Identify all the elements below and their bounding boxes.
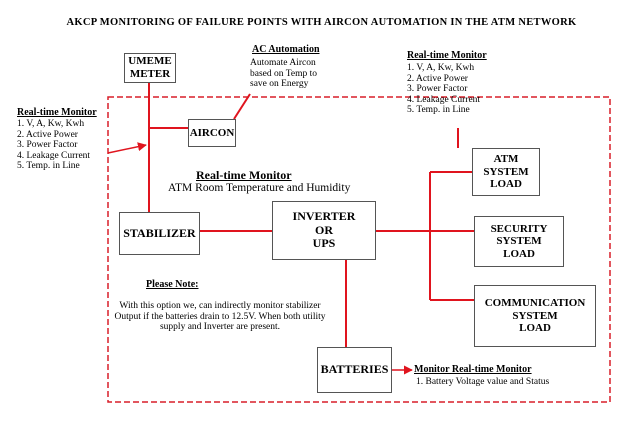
ac-automation-line-3: save on Energy	[250, 79, 309, 90]
atm-load-box: ATM SYSTEM LOAD	[472, 148, 540, 196]
room-monitor-subtitle: ATM Room Temperature and Humidity	[168, 182, 351, 194]
ac-automation-line	[233, 93, 251, 120]
security-load-label-1: SECURITY	[490, 222, 548, 235]
atm-load-label-3: LOAD	[490, 178, 522, 191]
right-monitor-heading: Real-time Monitor	[407, 50, 487, 61]
note-line-1: With this option we, can indirectly moni…	[119, 301, 321, 311]
communication-load-box: COMMUNICATION SYSTEM LOAD	[474, 285, 596, 347]
left-monitor-arrow	[107, 142, 147, 154]
batteries-label: BATTERIES	[320, 362, 389, 377]
umeme-meter-label-2: METER	[129, 68, 171, 80]
inverter-label-2: OR	[315, 222, 333, 237]
aircon-box: AIRCON	[188, 119, 236, 147]
communication-load-label-1: COMMUNICATION	[484, 297, 586, 310]
right-monitor-item: 2. Active Power	[407, 73, 468, 84]
left-monitor-item: 3. Power Factor	[17, 140, 78, 151]
note-heading: Please Note:	[146, 279, 199, 290]
left-monitor-item: 1. V, A, Kw, Kwh	[17, 119, 85, 129]
aircon-label: AIRCON	[189, 126, 235, 139]
dashed-enclosure	[107, 96, 611, 403]
communication-load-label-3: LOAD	[519, 322, 551, 335]
note-text: With this option we, can indirectly moni…	[84, 301, 356, 333]
left-monitor-item: 5. Temp. in Line	[17, 161, 80, 172]
security-load-label-3: LOAD	[503, 247, 535, 260]
stabilizer-label: STABILIZER	[123, 225, 196, 240]
battery-monitor-heading: Monitor Real-time Monitor	[414, 364, 532, 375]
diagram-title: AKCP MONITORING OF FAILURE POINTS WITH A…	[66, 17, 577, 28]
umeme-meter-box: UMEME METER	[124, 53, 176, 83]
left-monitor-list: 1. V, A, Kw, Kwh 2. Active Power 3. Powe…	[17, 119, 90, 172]
inverter-label-3: UPS	[312, 236, 336, 251]
umeme-meter-label-1: UMEME	[128, 55, 172, 68]
left-monitor-item: 4. Leakage Current	[17, 150, 91, 161]
room-monitor-heading: Real-time Monitor	[196, 168, 292, 182]
right-monitor-item: 4. Leakage Current	[407, 94, 481, 105]
ac-automation-line-2: based on Temp to	[250, 68, 317, 79]
communication-load-label-2: SYSTEM	[512, 309, 558, 322]
atm-load-label-1: ATM	[493, 153, 519, 166]
security-load-box: SECURITY SYSTEM LOAD	[474, 216, 564, 267]
right-monitor-list: 1. V, A, Kw, Kwh 2. Active Power 3. Powe…	[407, 63, 480, 116]
ac-automation-heading: AC Automation	[252, 44, 320, 55]
right-monitor-item: 1. V, A, Kw, Kwh	[407, 63, 475, 73]
batteries-box: BATTERIES	[317, 347, 392, 393]
battery-monitor-item: 1. Battery Voltage value and Status	[416, 377, 550, 387]
ac-automation-line-1: Automate Aircon	[250, 58, 316, 68]
left-monitor-item: 2. Active Power	[17, 129, 78, 140]
ac-automation-text: Automate Aircon based on Temp to save on…	[250, 58, 317, 90]
note-line-3: supply and Inverter are present.	[159, 322, 281, 333]
note-line-2: Output if the batteries drain to 12.5V. …	[114, 311, 326, 322]
right-monitor-item: 5. Temp. in Line	[407, 105, 470, 116]
inverter-box: INVERTER OR UPS	[272, 201, 376, 260]
stabilizer-box: STABILIZER	[119, 212, 200, 255]
left-monitor-heading: Real-time Monitor	[17, 107, 97, 118]
atm-load-label-2: SYSTEM	[483, 165, 529, 178]
right-monitor-item: 3. Power Factor	[407, 84, 468, 95]
security-load-label-2: SYSTEM	[496, 235, 542, 248]
inverter-label-1: INVERTER	[292, 208, 356, 223]
